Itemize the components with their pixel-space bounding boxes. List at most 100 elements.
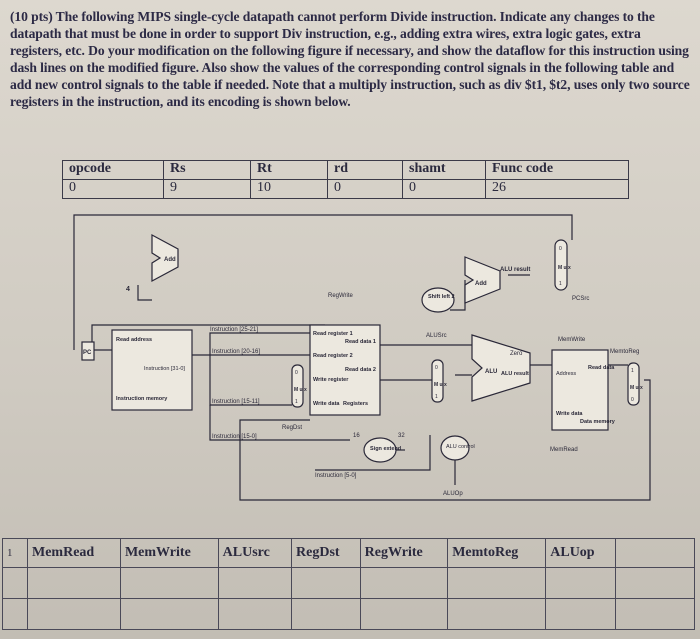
signal-value-cell[interactable] xyxy=(447,598,547,630)
alu-result-label: ALU result xyxy=(501,371,529,377)
alu-label: ALU xyxy=(485,369,497,375)
mux-pcsrc-label: M u x xyxy=(558,265,571,271)
mux-regdst-0: 0 xyxy=(295,370,298,376)
question-text: (10 pts) The following MIPS single-cycle… xyxy=(10,9,690,109)
signal-value-cell[interactable] xyxy=(615,598,695,630)
mux-pcsrc-1: 1 xyxy=(559,281,562,287)
wire-funct xyxy=(315,435,431,471)
signal-value-cell[interactable] xyxy=(291,567,361,599)
rf-read-data2: Read data 2 xyxy=(345,367,376,373)
mux-regdst-1: 1 xyxy=(295,399,298,405)
signal-value-cell[interactable] xyxy=(359,598,449,630)
signal-value-cell[interactable] xyxy=(217,598,293,630)
signal-value-cell[interactable] xyxy=(119,598,219,630)
signal-header-row: 1 MemRead MemWrite ALUsrc RegDst RegWrit… xyxy=(2,538,695,568)
data-memory xyxy=(551,349,609,431)
adder-top xyxy=(151,233,179,283)
control-signal-table: 1 MemRead MemWrite ALUsrc RegDst RegWrit… xyxy=(2,538,695,630)
register-file xyxy=(309,324,381,416)
imem-instruction-out: Instruction [31-0] xyxy=(144,366,185,372)
rf-read-reg1: Read register 1 xyxy=(313,331,353,337)
signal-value-cell[interactable] xyxy=(615,567,695,599)
instr-25-21-label: Instruction [25-21] xyxy=(210,327,258,333)
dm-address: Address xyxy=(556,371,576,377)
signal-value-cell[interactable] xyxy=(119,567,219,599)
wire-writeback xyxy=(239,379,651,501)
alu-control-label: ALU control xyxy=(446,444,475,450)
main-alu xyxy=(471,334,531,402)
sixteen-label: 16 xyxy=(353,433,360,439)
datapath-figure: Add 4 Add ALU result Shift left 2 M u x … xyxy=(73,214,651,501)
wire-four xyxy=(137,285,152,301)
imem-label: Instruction memory xyxy=(116,396,168,402)
signal-value-row xyxy=(2,567,695,599)
wire-15-0 xyxy=(209,405,350,441)
mux-memtoreg-0: 0 xyxy=(631,397,634,403)
signal-value-cell[interactable] xyxy=(291,598,361,630)
signal-header-aluop: ALUop xyxy=(545,538,616,568)
signal-value-cell[interactable] xyxy=(447,567,547,599)
enc-header-func: Func code xyxy=(485,160,629,180)
signal-value-cell[interactable] xyxy=(2,567,28,599)
signal-value-cell[interactable] xyxy=(217,567,293,599)
adder-branch-label: Add xyxy=(475,281,487,287)
instr-5-0-label: Instruction [5-0] xyxy=(315,473,357,479)
enc-value-shamt: 0 xyxy=(402,179,486,199)
enc-value-rt: 10 xyxy=(250,179,328,199)
mux-regdst-label: M u x xyxy=(294,387,307,393)
signal-value-cell[interactable] xyxy=(359,567,449,599)
enc-value-func: 26 xyxy=(485,179,629,199)
signal-value-cell[interactable] xyxy=(2,598,28,630)
signal-header-memread: MemRead xyxy=(27,538,121,568)
alu-zero: Zero xyxy=(510,351,523,357)
signal-header-extra xyxy=(615,538,695,568)
imem-read-address: Read address xyxy=(116,337,152,343)
instr-20-16-label: Instruction [20-16] xyxy=(212,349,260,355)
rf-write-reg: Write register xyxy=(313,377,349,383)
dm-read-data: Read data xyxy=(588,365,615,371)
mux-pcsrc-0: 0 xyxy=(559,246,562,252)
mux-alusrc-0: 0 xyxy=(435,365,438,371)
sign-extend xyxy=(363,437,397,463)
signal-header-regwrite: RegWrite xyxy=(359,538,449,568)
instr-15-0-label: Instruction [15-0] xyxy=(212,434,257,440)
encoding-value-row: 0 9 10 0 0 26 xyxy=(62,179,629,199)
enc-header-shamt: shamt xyxy=(402,160,486,180)
signal-value-cell[interactable] xyxy=(27,598,121,630)
aluop-label: ALUOp xyxy=(443,491,463,497)
signal-value-cell[interactable] xyxy=(27,567,121,599)
signal-header-regdst: RegDst xyxy=(291,538,361,568)
wire-25-21 xyxy=(192,332,310,356)
mux-pcsrc xyxy=(554,239,568,291)
rf-read-reg2: Read register 2 xyxy=(313,353,353,359)
adder-branch xyxy=(464,256,501,304)
signal-value-cell[interactable] xyxy=(545,598,616,630)
memwrite-label: MemWrite xyxy=(558,337,586,343)
instruction-memory xyxy=(111,329,193,411)
alusrc-label: ALUSrc xyxy=(426,333,447,339)
shift-left-2 xyxy=(421,287,455,313)
signal-header-memtoreg: MemtoReg xyxy=(447,538,547,568)
signal-value-row xyxy=(2,598,695,630)
mux-alusrc xyxy=(431,359,444,403)
mux-regdst xyxy=(291,364,304,408)
enc-value-rd: 0 xyxy=(327,179,403,199)
four-label: 4 xyxy=(126,286,130,293)
adder-top-label: Add xyxy=(164,257,176,263)
signal-row-index: 1 xyxy=(2,538,28,568)
sign-extend-label: Sign extend xyxy=(370,446,401,452)
memread-label: MemRead xyxy=(550,447,578,453)
signal-value-cell[interactable] xyxy=(545,567,616,599)
dm-write-data: Write data xyxy=(556,411,583,417)
encoding-header-row: opcode Rs Rt rd shamt Func code xyxy=(62,160,629,180)
enc-header-rd: rd xyxy=(327,160,403,180)
mux-memtoreg-label: M u x xyxy=(630,385,643,391)
enc-header-rt: Rt xyxy=(250,160,328,180)
wire-top-loop xyxy=(73,214,573,350)
enc-value-opcode: 0 xyxy=(62,179,164,199)
wire-15-11 xyxy=(209,355,292,406)
regwrite-label: RegWrite xyxy=(328,293,354,299)
regdst-label: RegDst xyxy=(282,425,302,431)
mux-alusrc-label: M u x xyxy=(434,382,447,388)
